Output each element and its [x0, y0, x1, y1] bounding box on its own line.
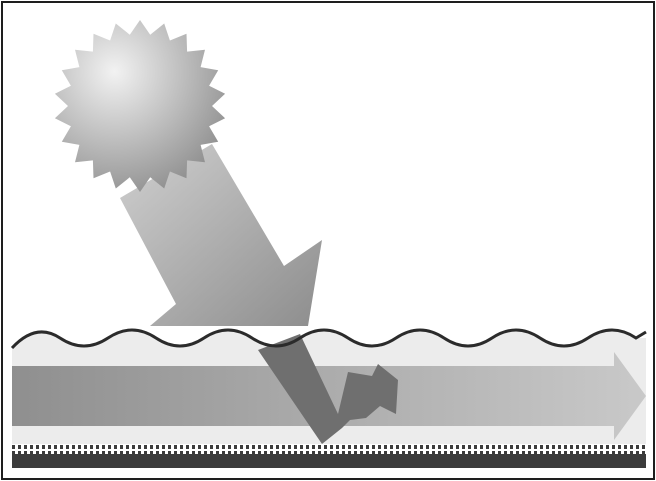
bottom-dotted-layer — [12, 444, 646, 454]
bottom-solid-layer — [12, 454, 646, 468]
